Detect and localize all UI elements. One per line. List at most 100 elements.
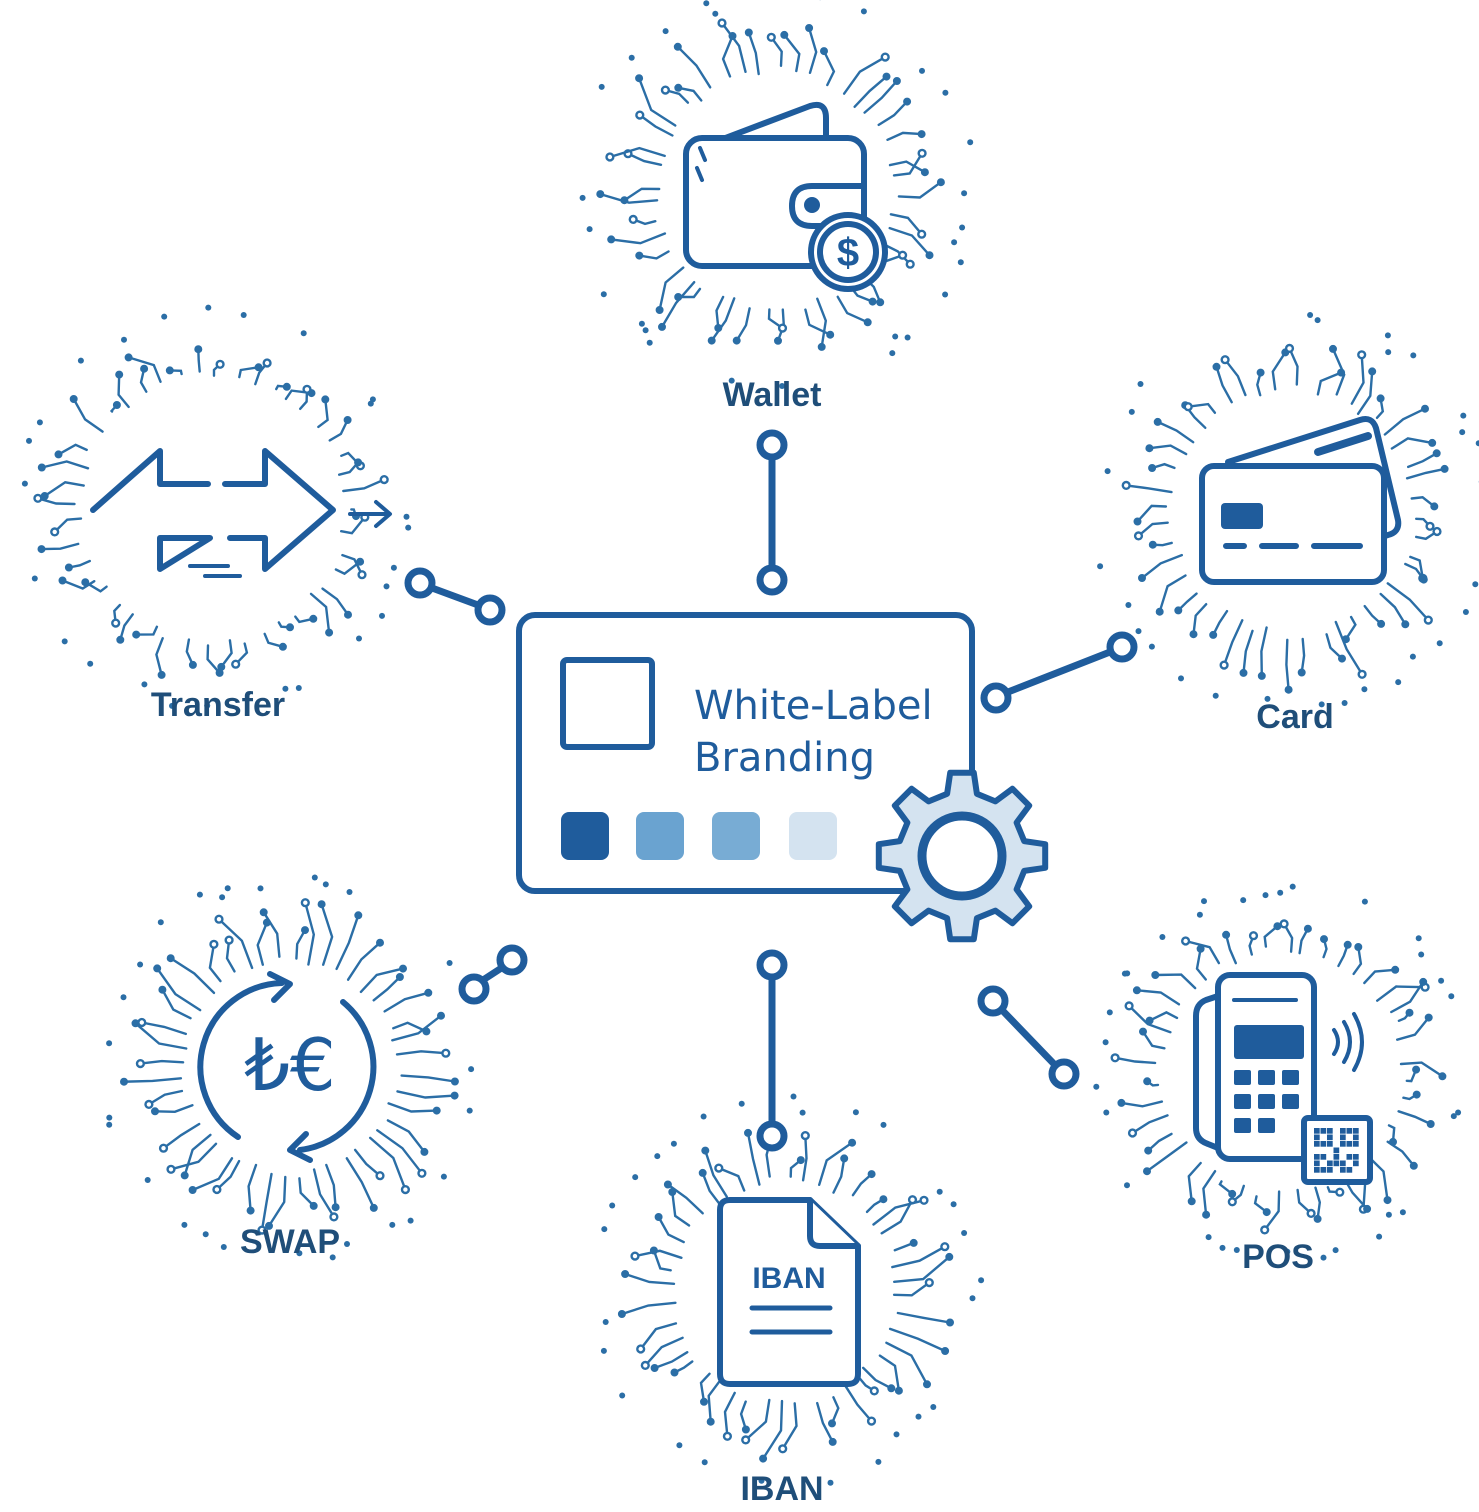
circuit-node [675,44,681,50]
circuit-dot [368,401,374,407]
circuit-trace [1143,1032,1164,1049]
circuit-node [884,74,890,80]
circuit-dot [970,1295,976,1301]
circuit-node [896,1388,902,1394]
circuit-dot [629,55,635,61]
circuit-dot [853,1109,859,1115]
circuit-trace [1142,555,1182,578]
circuit-dot [619,1393,625,1399]
qr-cell [1321,1167,1327,1173]
center-title-line1: White-Label [694,680,933,732]
circuit-node [452,1093,458,1099]
circuit-trace [865,81,897,113]
circuit-node [1145,1148,1151,1154]
circuit-node [211,941,218,948]
circuit-node [1191,631,1197,637]
circuit-node [1422,406,1428,412]
node-label-pos: POS [1178,1238,1378,1277]
circuit-trace [817,299,826,347]
circuit-dot [1315,317,1321,323]
circuit-node [703,1148,709,1154]
circuit-dot [1362,899,1368,905]
circuit-dot [1438,978,1444,984]
circuit-trace [678,47,710,88]
circuit-trace [645,1338,682,1366]
circuit-node [926,1279,933,1286]
circuit-node [779,1445,786,1452]
circuit-dot [1263,892,1269,898]
circuit-node [746,30,752,36]
circuit-trace [709,1379,721,1421]
circuit-node [1286,687,1292,693]
circuit-trace [1115,1058,1155,1063]
circuit-dot [601,1226,607,1232]
circuit-node [71,396,77,402]
circuit-dot [875,1459,881,1465]
circuit-node [1411,1163,1417,1169]
circuit-dot [1418,952,1424,958]
circuit-trace [262,1174,272,1230]
circuit-node [938,179,944,185]
circuit-node [882,54,889,61]
circuit-trace [42,462,88,469]
circuit-dot [405,525,411,531]
circuit-dot [391,565,397,571]
circuit-dot [1448,993,1454,999]
circuit-node [734,338,740,344]
circuit-node [1421,577,1427,583]
circuit-node [1144,1079,1150,1085]
iban-document-text: IBAN [730,1262,848,1296]
circuit-node [1428,1121,1434,1127]
circuit-node [452,1079,458,1085]
circuit-trace [1286,640,1288,690]
circuit-node [333,1204,339,1210]
circuit-node [911,1240,917,1246]
circuit-node [116,372,122,378]
circuit-trace [337,915,359,969]
circuit-trace [171,958,214,993]
qr-cell [1340,1141,1346,1147]
circuit-trace [1397,1018,1429,1040]
pos-key [1234,1118,1251,1133]
circuit-node [922,169,928,175]
circuit-node [1261,1227,1268,1234]
circuit-trace [59,445,87,455]
circuit-node [1189,1199,1195,1205]
circuit-dot [942,90,948,96]
circuit-node [865,320,871,326]
circuit-trace [622,1303,676,1314]
circuit-node [217,361,224,368]
qr-cell [1321,1128,1327,1134]
circuit-trace [712,298,735,340]
circuit-dot [1307,312,1313,318]
circuit-dot [1386,1212,1392,1218]
circuit-dot [408,1218,414,1224]
circuit-trace [119,375,129,407]
circuit-node [121,1079,127,1085]
circuit-trace [703,1173,721,1206]
circuit-node [662,87,669,94]
circuit-dot [323,881,329,887]
qr-cell [1314,1141,1320,1147]
circuit-node [924,1382,930,1388]
circuit-node [1434,528,1441,535]
circuit-node [287,625,293,631]
circuit-trace [140,1061,183,1064]
circuit-dot [26,438,32,444]
circuit-node [724,1433,731,1440]
circuit-node [636,75,642,81]
circuit-trace [389,1103,437,1111]
qr-cell [1347,1154,1353,1160]
circuit-node [442,1050,449,1057]
circuit-trace [1194,604,1207,634]
circuit-trace [1133,1115,1168,1133]
circuit-node [66,565,72,571]
circuit-node [1426,1015,1432,1021]
circuit-trace [1327,634,1342,658]
circuit-trace [899,182,941,197]
circuit-node [377,1172,384,1179]
circuit-node [659,324,665,330]
circuit-trace [155,1105,192,1112]
circuit-node [426,990,432,996]
circuit-node [745,1130,751,1136]
